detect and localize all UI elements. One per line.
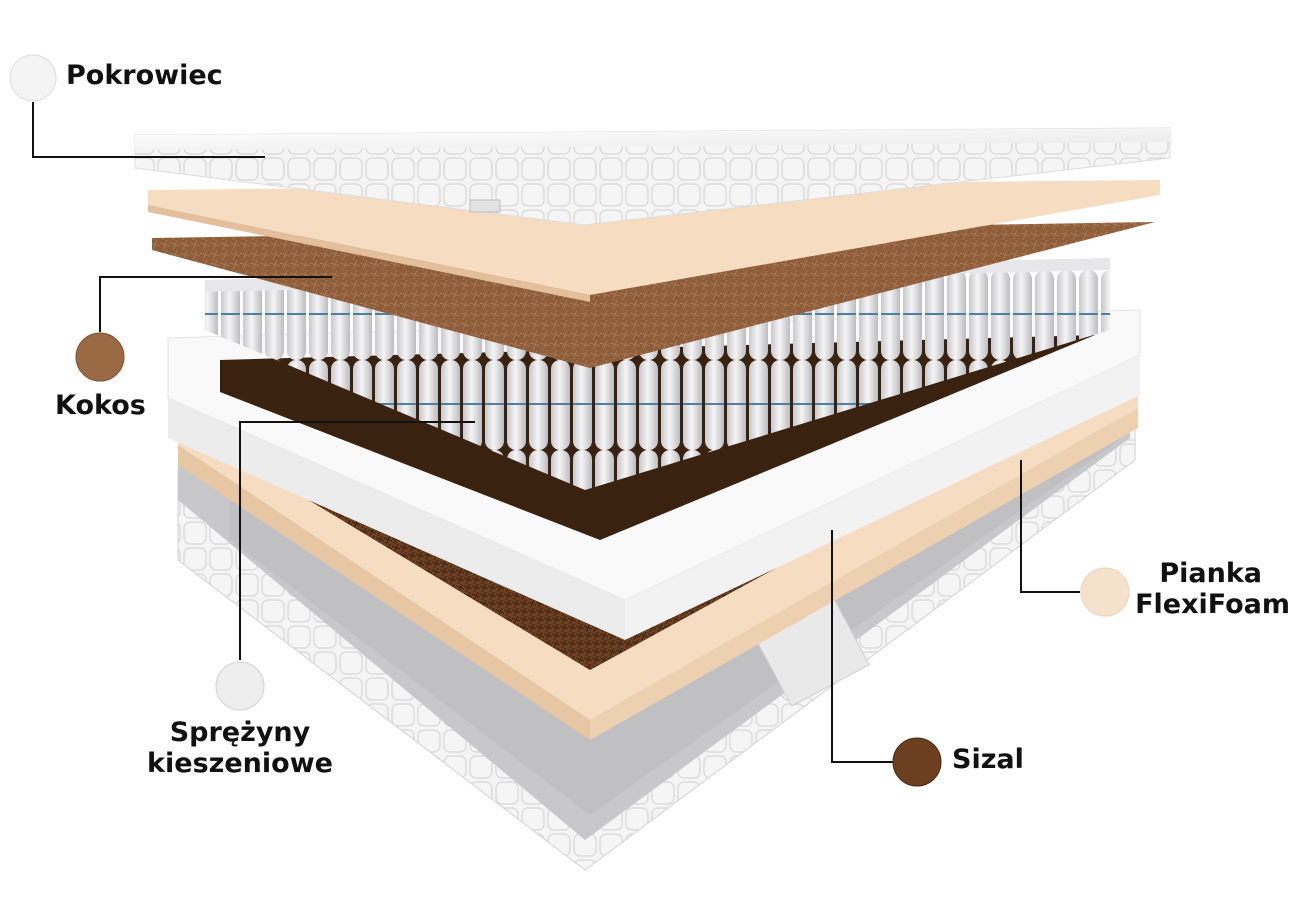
sisal-label: Sizal — [952, 744, 1024, 775]
leader-line-springs — [239, 421, 475, 660]
foam-label: Pianka FlexiFoam — [1110, 558, 1290, 620]
foam-label-line1: Pianka — [1159, 558, 1262, 589]
leader-lines — [32, 102, 1080, 763]
coconut-label: Kokos — [55, 390, 146, 421]
springs-swatch-icon — [215, 661, 265, 711]
springs-label-line1: Sprężyny — [169, 717, 311, 748]
cover-label: Pokrowiec — [66, 60, 223, 91]
leader-line-foam — [1020, 460, 1080, 593]
leader-line-sisal — [831, 530, 893, 763]
leader-line-coconut — [99, 276, 332, 332]
leader-line-cover — [32, 102, 265, 158]
cover-swatch-icon — [9, 54, 57, 102]
springs-label: Sprężyny kieszeniowe — [130, 717, 350, 779]
springs-label-line2: kieszeniowe — [147, 748, 333, 780]
top-foam-layer — [148, 180, 1160, 302]
sisal-swatch-icon — [892, 737, 942, 787]
cover-layer — [134, 127, 1171, 226]
coconut-swatch-icon — [75, 332, 125, 382]
foam-label-line2: FlexiFoam — [1135, 589, 1290, 621]
foam-swatch-icon — [1080, 567, 1130, 617]
